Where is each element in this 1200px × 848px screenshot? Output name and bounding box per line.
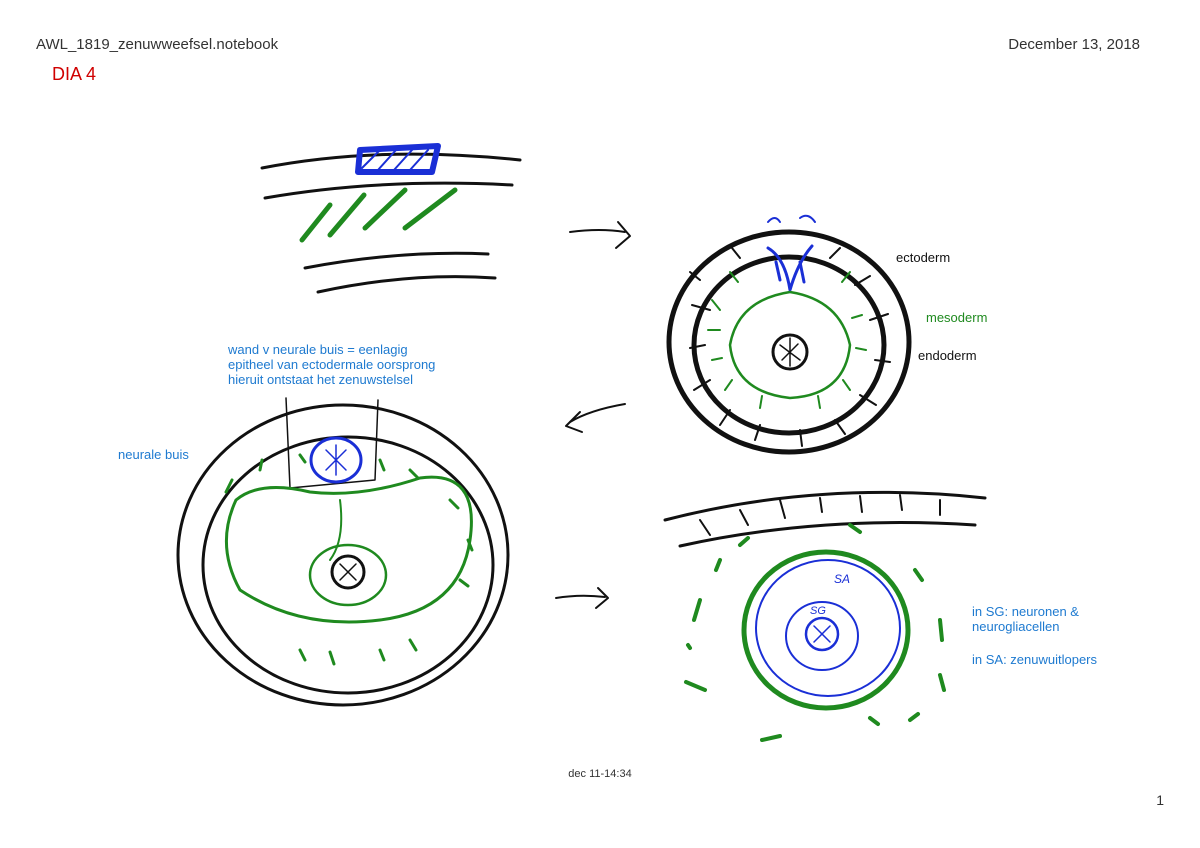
arrow-2: [565, 403, 626, 433]
arrow-1: [569, 221, 631, 249]
label-sg-note: in SG: neuronen & neurogliacellen: [972, 604, 1079, 634]
label-sg-mark: SG: [810, 605, 826, 617]
label-neural-wall-note: wand v neurale buis = eenlagig epitheel …: [228, 342, 436, 387]
header-date: December 13, 2018: [1008, 36, 1140, 53]
label-endoderm: endoderm: [918, 348, 977, 363]
arrow-3: [555, 587, 609, 609]
label-sa-mark: SA: [834, 572, 851, 586]
embryo-layers-sketch: [260, 143, 522, 294]
label-mesoderm: mesoderm: [926, 310, 988, 325]
timestamp: dec 11-14:34: [568, 768, 632, 780]
page-number: 1: [1156, 792, 1164, 808]
slide-title: DIA 4: [52, 64, 97, 84]
label-sa-note: in SA: zenuwuitlopers: [972, 652, 1098, 667]
embryo-cross-section: [666, 214, 912, 455]
label-ectoderm: ectoderm: [896, 250, 951, 265]
label-neurale-buis: neurale buis: [118, 447, 189, 462]
neural-tube-cross-section: [176, 397, 510, 707]
spinal-cord-sketch: [663, 490, 987, 742]
notebook-filename: AWL_1819_zenuwweefsel.notebook: [36, 36, 279, 53]
